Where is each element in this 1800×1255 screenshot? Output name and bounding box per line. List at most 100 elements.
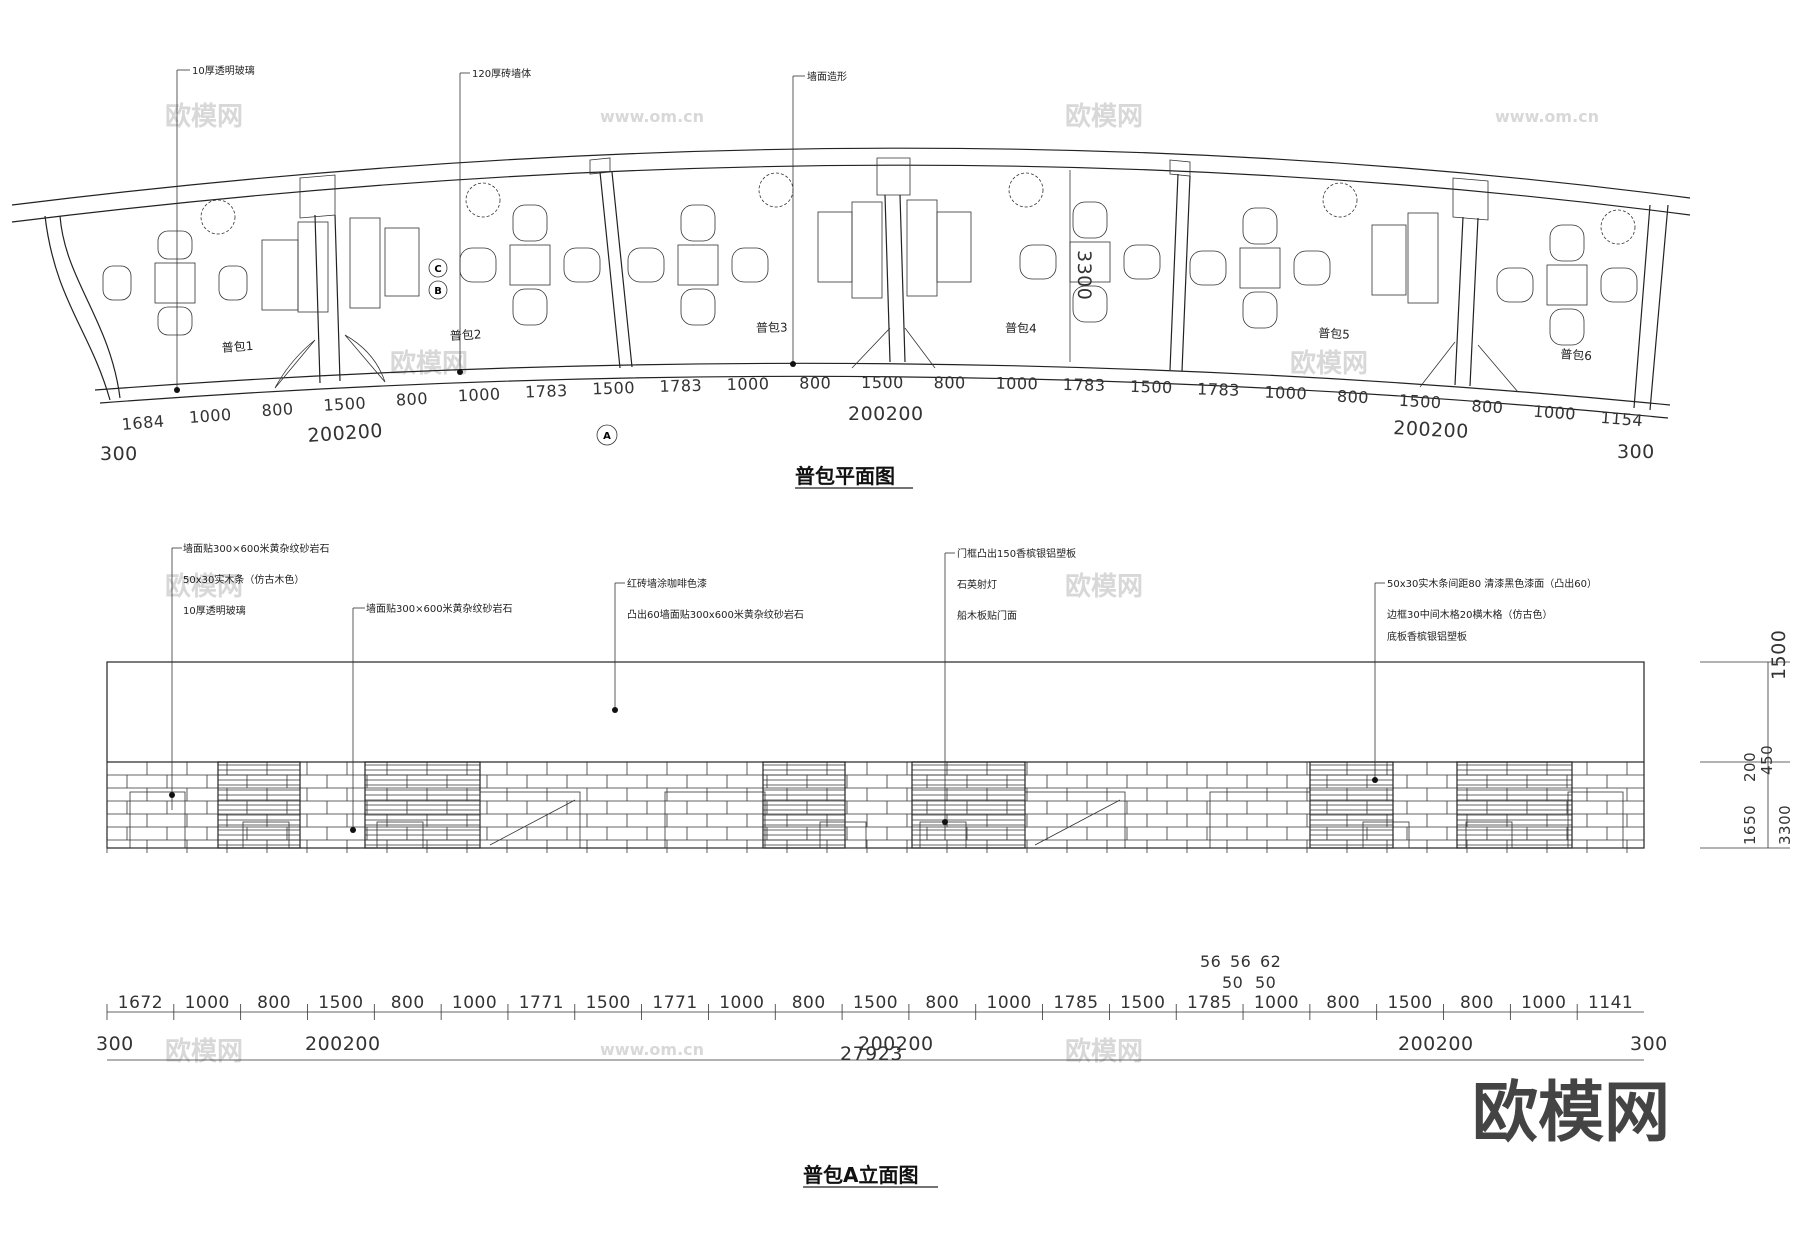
side-dim: 3300 (1776, 805, 1794, 845)
watermark-url: www.om.cn (600, 107, 704, 126)
plan-partitions (299, 157, 1489, 387)
elev-note: 门框凸出150香槟银铝塑板 (957, 547, 1076, 560)
watermark: 欧模网 (1065, 101, 1143, 132)
slat-panel (762, 761, 846, 849)
elev-note: 凸出60墙面贴300x600米黄杂纹砂岩石 (627, 608, 804, 621)
side-dim: 1500 (1768, 630, 1790, 680)
elev-dim: 1771 (652, 993, 697, 1013)
elev-axis-label-center: 200200 (858, 1033, 934, 1055)
plan-title: 普包平面图 (795, 464, 895, 488)
plan-dim: 1000 (727, 374, 770, 394)
watermark: 欧模网 (1065, 1036, 1143, 1067)
plan-dim: 1500 (861, 373, 904, 392)
plan-furniture (102, 172, 1638, 393)
plan-right-end-inner (1633, 204, 1651, 409)
elev-dim: 800 (792, 993, 826, 1013)
elev-dim: 1500 (1387, 993, 1432, 1013)
plan-dim: 1000 (1533, 402, 1577, 424)
elevation-notes: 墙面贴300×600米黄杂纹砂岩石 50x30实木条（仿古木色） 10厚透明玻璃… (183, 542, 1597, 643)
plan-right-end (1649, 204, 1669, 411)
elev-dim: 1000 (719, 993, 764, 1013)
elev-axis-label-right: 200200 (1398, 1033, 1474, 1055)
elev-note: 船木板贴门面 (957, 609, 1017, 622)
room-label: 普包2 (449, 327, 481, 343)
plan-outer-wall-inner (11, 164, 1691, 223)
watermark: 欧模网 (165, 101, 243, 132)
elev-dim: 800 (1326, 993, 1360, 1013)
plan-note-brick: 120厚砖墙体 (472, 67, 531, 80)
plan-dim: 1500 (592, 378, 635, 398)
marker-b: B (434, 286, 442, 297)
door-dim: 62 (1260, 952, 1281, 971)
plan-dim: 1000 (1264, 383, 1307, 404)
plan-dim: 800 (934, 373, 966, 392)
plan-axis-label-left: 200200 (307, 420, 384, 447)
plan-dim: 1000 (188, 405, 232, 427)
plan-dim: 1000 (457, 384, 501, 405)
elev-dim: 1500 (586, 993, 631, 1013)
elevation: 墙面贴300×600米黄杂纹砂岩石 50x30实木条（仿古木色） 10厚透明玻璃… (96, 542, 1794, 1188)
plan-height-dim: 3300 (1073, 250, 1095, 300)
elev-dim: 1000 (1521, 993, 1566, 1013)
elev-dim: 1141 (1588, 993, 1633, 1013)
elev-note: 10厚透明玻璃 (183, 604, 246, 617)
elev-dim: 1000 (987, 993, 1032, 1013)
watermark: 欧模网 (390, 348, 468, 379)
plan-axis-label-right: 200200 (1393, 417, 1470, 443)
room-labels: 普包1 普包2 普包3 普包4 普包5 普包6 (221, 320, 1592, 363)
room-label: 普包4 (1005, 321, 1037, 336)
elev-dim: 1500 (318, 993, 363, 1013)
room-label: 普包6 (1560, 347, 1593, 363)
elev-total: 27923 (840, 1043, 903, 1065)
plan-left-end (44, 215, 111, 401)
slat-panel (364, 761, 481, 849)
plan-note-wall: 墙面造形 (807, 70, 847, 83)
brick-pattern (106, 761, 1644, 853)
elevation-side-dims: 1500 200 450 3300 1650 (1700, 630, 1794, 849)
elev-dim: 800 (391, 993, 425, 1013)
plan-front-wall-outer (99, 375, 1669, 419)
plan-dim: 800 (1337, 387, 1370, 408)
plan-dim: 1783 (1063, 375, 1106, 395)
elev-note: 底板香槟银铝塑板 (1387, 630, 1467, 643)
elev-note: 红砖墙涂咖啡色漆 (627, 577, 707, 590)
elev-dim: 800 (925, 993, 959, 1013)
watermark: 欧模网 (165, 571, 243, 602)
elevation-windows (129, 791, 1624, 849)
door-dim: 56 (1230, 952, 1251, 971)
plan-note-glass: 10厚透明玻璃 (192, 64, 255, 77)
elevation-leaders (169, 547, 1385, 840)
plan-outer-wall (11, 147, 1691, 206)
plan-axis-label-center: 200200 (848, 403, 924, 425)
elev-dim: 1000 (1254, 993, 1299, 1013)
plan-dim: 1154 (1600, 408, 1644, 430)
elev-dim: 1000 (185, 993, 230, 1013)
room-label: 普包3 (756, 320, 788, 335)
watermark-url: www.om.cn (600, 1040, 704, 1059)
elev-note: 50x30实木条间距80 清漆黑色漆面（凸出60） (1387, 577, 1597, 590)
plan-dim: 1500 (1130, 377, 1173, 397)
plan-dim: 1783 (659, 376, 702, 396)
elev-note: 石英射灯 (957, 578, 997, 591)
elevation-title: 普包A立面图 (803, 1163, 918, 1187)
plan-axis-left: 300 (100, 443, 138, 465)
door-dim: 50 (1255, 973, 1276, 992)
room-label: 普包5 (1318, 326, 1350, 342)
slat-panel (911, 761, 1026, 849)
plan-dim: 1783 (1197, 379, 1240, 399)
plan-dim: 1783 (525, 381, 568, 402)
logo: 欧模网 (1472, 1074, 1670, 1151)
elev-dim: 1500 (1120, 993, 1165, 1013)
plan-dim: 800 (799, 373, 831, 392)
elev-dim: 1672 (118, 993, 163, 1013)
watermark: 欧模网 (1065, 571, 1143, 602)
watermark-url: www.om.cn (1495, 107, 1599, 126)
elev-axis-label-left: 200200 (305, 1033, 381, 1055)
plan-dim: 1684 (121, 412, 165, 434)
watermarks: 欧模网 www.om.cn 欧模网 www.om.cn 欧模网 欧模网 欧模网 … (165, 101, 1599, 1067)
elev-dim: 800 (1460, 993, 1494, 1013)
elev-dim: 1785 (1187, 993, 1232, 1013)
watermark: 欧模网 (165, 1036, 243, 1067)
slat-panel (1309, 761, 1394, 849)
marker-a: A (603, 431, 611, 442)
